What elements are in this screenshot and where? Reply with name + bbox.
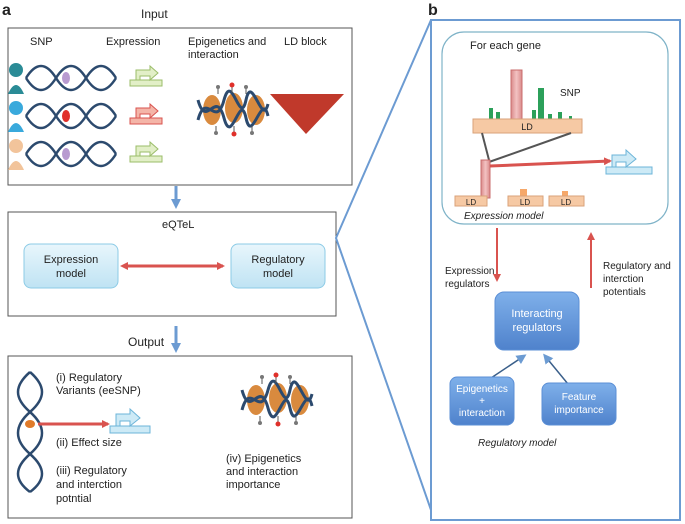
- expression-model-box[interactable]: [23, 243, 119, 289]
- epigenetics-label-2: +: [479, 396, 485, 407]
- interacting-regulators-label-1: Interacting: [511, 308, 562, 320]
- person-icon-blue: [8, 101, 24, 132]
- output-item-2: (ii) Effect size: [56, 437, 122, 449]
- expression-regulators-label-1: Expression: [445, 266, 494, 277]
- ld-small-snp-3: [562, 191, 568, 196]
- person-icon-teal: [8, 63, 24, 94]
- ld-link-line-2: [488, 132, 572, 163]
- dna-helix-icon-2: [24, 102, 118, 130]
- interacting-regulators-box[interactable]: [494, 291, 580, 351]
- ld-small-snp-2: [520, 189, 527, 196]
- header-ld-block: LD block: [284, 36, 327, 48]
- person-icon-peach: [8, 139, 24, 170]
- header-epigenetics-1: Epigenetics and: [188, 36, 266, 48]
- output-item-4-line-1: (iv) Epigenetics: [226, 453, 302, 465]
- output-item-1-line-1: (i) Regulatory: [56, 372, 123, 384]
- interacting-regulators-label-2: regulators: [513, 322, 562, 334]
- ld-small-block-1[interactable]: [454, 195, 488, 207]
- regulatory-potentials-label-3: potentials: [603, 287, 646, 298]
- snp-bars: [489, 88, 572, 119]
- regulatory-potentials-label-1: Regulatory and: [603, 261, 671, 272]
- gene-arrow-icon-1: [129, 64, 163, 87]
- regulatory-model-box[interactable]: [230, 243, 326, 289]
- panel-a-letter: a: [2, 2, 11, 19]
- eqtel-title: eQTeL: [162, 219, 194, 231]
- panel-b-letter: b: [428, 2, 438, 19]
- ld-small-label-2: LD: [520, 198, 530, 207]
- output-title: Output: [128, 335, 165, 349]
- gene-arrow-icon-2: [129, 102, 163, 125]
- ld-small-block-2[interactable]: [507, 195, 544, 207]
- feature-importance-box[interactable]: [541, 382, 617, 426]
- ld-small-label-1: LD: [466, 198, 476, 207]
- snp-label: SNP: [560, 88, 581, 99]
- nucleosome-icon-input: [196, 82, 270, 137]
- header-expression: Expression: [106, 36, 160, 48]
- ld-small-label-3: LD: [561, 198, 571, 207]
- output-item-3-line-3: potntial: [56, 493, 91, 505]
- regulatory-model-label-2: model: [263, 268, 293, 280]
- expression-model-label-1: Expression: [44, 254, 98, 266]
- expression-model-caption: Expression model: [464, 211, 544, 222]
- ld-small-block-3[interactable]: [548, 195, 585, 207]
- for-each-gene-title: For each gene: [470, 40, 541, 52]
- ld-link-line-1: [481, 132, 490, 161]
- output-item-4-line-3: importance: [226, 479, 280, 491]
- ld-main-bar[interactable]: [472, 118, 583, 134]
- arrow-epigenetics-to-interacting: [487, 354, 527, 381]
- header-snp: SNP: [30, 36, 53, 48]
- regulatory-potentials-label-2: interction: [603, 274, 644, 285]
- output-item-3-line-2: and interction: [56, 479, 122, 491]
- expression-model-label-2: model: [56, 268, 86, 280]
- zoom-connector: [334, 19, 432, 511]
- dna-helix-icon-output: [16, 371, 44, 493]
- expression-regulators-label-2: regulators: [445, 279, 489, 290]
- feature-importance-label-1: Feature: [562, 392, 597, 403]
- snp-causal-bar: [510, 69, 523, 123]
- output-item-1-line-2: Variants (eeSNP): [56, 385, 141, 397]
- gene-arrow-icon-b: [605, 148, 653, 175]
- output-item-3-line-1: (iii) Regulatory: [56, 465, 127, 477]
- dna-helix-icon-3: [24, 140, 118, 168]
- gene-arrow-icon-output: [109, 407, 151, 434]
- regulatory-model-caption: Regulatory model: [478, 438, 557, 449]
- epigenetics-label-1: Epigenetics: [456, 384, 508, 395]
- ld-vertical-bar: [480, 159, 491, 199]
- output-item-4-line-2: and interaction: [226, 466, 298, 478]
- gene-arrow-icon-3: [129, 140, 163, 163]
- regulatory-model-label-1: Regulatory: [251, 254, 305, 266]
- ld-main-label: LD: [521, 122, 533, 132]
- feature-importance-label-2: importance: [554, 405, 604, 416]
- epigenetics-label-3: interaction: [459, 408, 505, 419]
- arrow-feature-to-interacting: [543, 353, 569, 385]
- ld-block-triangle: [270, 94, 344, 134]
- nucleosome-icon-output: [240, 372, 314, 427]
- header-epigenetics-2: interaction: [188, 49, 239, 61]
- input-title: Input: [141, 7, 168, 21]
- dna-helix-icon-1: [24, 64, 118, 92]
- epigenetics-interaction-box[interactable]: [449, 376, 515, 426]
- arrow-snp-to-gene-b: [489, 157, 612, 168]
